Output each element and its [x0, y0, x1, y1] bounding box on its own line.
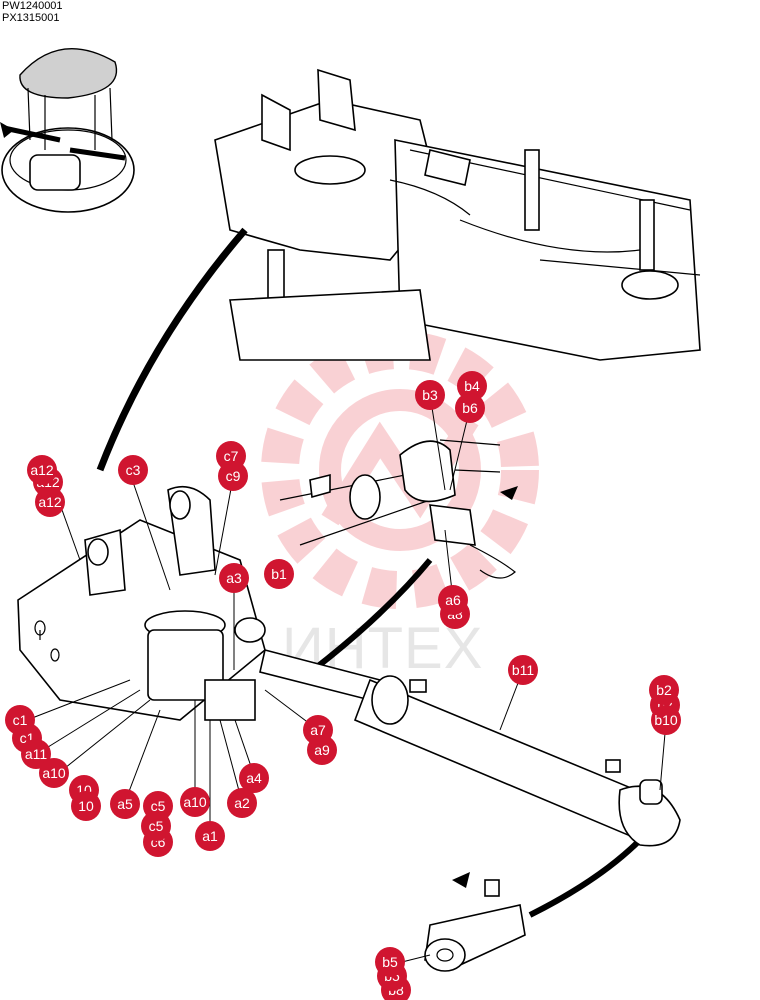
svg-text:a1: a1 [202, 828, 218, 844]
marker-a11: a11 [21, 739, 51, 769]
svg-text:c7: c7 [224, 448, 239, 464]
callout-markers: b4 b3 b6 a12 a12 a12 c3 c7 c9 a3 b1 a8 a… [5, 371, 681, 1000]
marker-c3: c3 [118, 455, 148, 485]
svg-text:b6: b6 [462, 400, 478, 416]
svg-text:a2: a2 [234, 795, 250, 811]
marker-b1: b1 [264, 559, 294, 589]
svg-text:a12: a12 [38, 494, 62, 510]
svg-text:c3: c3 [126, 462, 141, 478]
machine-overview-inset [0, 48, 135, 213]
marker-b6: b6 [455, 393, 485, 423]
marker-a2: a2 [227, 788, 257, 818]
svg-text:c5: c5 [149, 818, 164, 834]
hydraulic-cylinder [259, 649, 681, 847]
svg-text:a11: a11 [25, 746, 48, 762]
marker-b3: b3 [415, 380, 445, 410]
marker-a5: a5 [110, 789, 140, 819]
marker-a7: a7 [303, 715, 333, 745]
marker-b2: b2 [649, 675, 679, 705]
marker-a10-left: a10 [39, 758, 69, 788]
svg-text:b3: b3 [422, 387, 438, 403]
marker-a6: a6 [438, 585, 468, 615]
svg-text:a9: a9 [314, 742, 330, 758]
marker-a1: a1 [195, 821, 225, 851]
marker-a10-right: a10 [180, 787, 210, 817]
svg-text:c9: c9 [226, 468, 241, 484]
svg-text:b5: b5 [382, 954, 398, 970]
svg-text:b1: b1 [271, 566, 287, 582]
marker-a4: a4 [239, 763, 269, 793]
drawing-codes: PW1240001 PX1315001 [2, 0, 63, 24]
svg-text:b11: b11 [512, 662, 535, 678]
svg-text:c1: c1 [13, 712, 28, 728]
drawing-code-1: PW1240001 [2, 0, 63, 12]
leader-curve-lower [528, 837, 643, 918]
svg-text:a6: a6 [445, 592, 461, 608]
svg-text:b4: b4 [464, 378, 480, 394]
marker-c9: c9 [218, 461, 248, 491]
svg-text:c5: c5 [151, 798, 166, 814]
svg-text:a12: a12 [30, 462, 54, 478]
marker-b4: b4 [457, 371, 487, 401]
svg-text:b10: b10 [654, 712, 678, 728]
marker-10-b: 10 [71, 791, 101, 821]
chassis-upper-view [214, 68, 701, 361]
marker-b11: b11 [508, 655, 538, 685]
svg-text:b2: b2 [656, 682, 672, 698]
svg-text:a5: a5 [117, 796, 133, 812]
drawing-code-2: PX1315001 [2, 12, 60, 24]
svg-text:a7: a7 [310, 722, 326, 738]
marker-b10: b10 [651, 705, 681, 735]
marker-c5: c5 [141, 811, 171, 841]
marker-a3: a3 [219, 563, 249, 593]
svg-text:a10: a10 [183, 794, 207, 810]
marker-a12-1: a12 [27, 455, 57, 485]
hose-fitting-detail [279, 439, 518, 579]
svg-text:a4: a4 [246, 770, 262, 786]
marker-c1: c1 [5, 705, 35, 735]
marker-b5: b5 [375, 947, 405, 977]
swing-bracket-assembly [17, 485, 266, 721]
leader-curve-upper [96, 227, 248, 472]
svg-text:a3: a3 [226, 570, 242, 586]
svg-text:a10: a10 [42, 765, 66, 781]
rod-end-detail [424, 872, 526, 972]
svg-text:10: 10 [78, 798, 94, 814]
